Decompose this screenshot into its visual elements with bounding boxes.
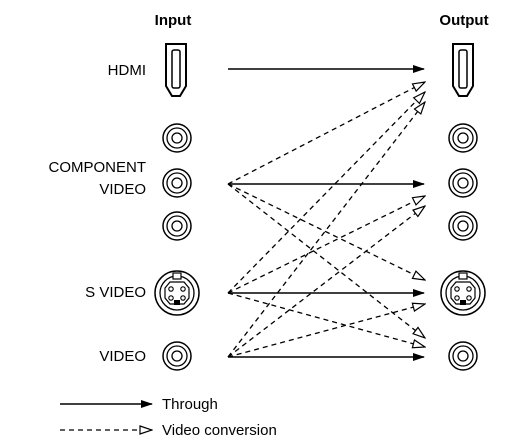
conversion-arrow-svideo-to-hdmi — [227, 92, 425, 294]
output-header: Output — [439, 12, 488, 29]
conversion-arrow-video-to-svideo — [227, 304, 425, 358]
conversion-arrows — [227, 82, 425, 358]
conversion-arrow-component-to-hdmi — [227, 82, 425, 185]
conversion-arrow-video-to-component — [227, 206, 425, 358]
input-label-hdmi: HDMI — [108, 62, 146, 79]
svideo-output-connector-icon — [440, 270, 486, 316]
component-output-jack-2-icon — [448, 168, 478, 198]
legend-conversion-label: Video conversion — [162, 422, 277, 439]
input-label-svideo: S VIDEO — [85, 284, 146, 301]
video-input-jack-icon — [162, 341, 192, 371]
input-label-component-line2: VIDEO — [99, 181, 146, 198]
component-output-jack-3-icon — [448, 211, 478, 241]
svideo-input-connector-icon — [154, 270, 200, 316]
hdmi-input-connector-icon — [165, 43, 187, 97]
input-label-component-line1: COMPONENT — [49, 159, 147, 176]
input-label-video: VIDEO — [99, 348, 146, 365]
component-output-jack-1-icon — [448, 123, 478, 153]
legend-through-label: Through — [162, 396, 218, 413]
input-header: Input — [155, 12, 192, 29]
conversion-arrow-component-to-svideo — [227, 183, 425, 280]
hdmi-output-connector-icon — [452, 43, 474, 97]
component-input-jack-1-icon — [162, 123, 192, 153]
through-arrows — [228, 65, 425, 361]
conversion-arrow-video-to-hdmi — [227, 102, 425, 358]
component-input-jack-2-icon — [162, 168, 192, 198]
conversion-arrow-svideo-to-component — [227, 196, 425, 294]
conversion-arrow-component-to-video — [227, 183, 425, 338]
conversion-arrow-svideo-to-video — [227, 292, 425, 347]
legend: Through Video conversion — [60, 396, 277, 439]
video-output-jack-icon — [448, 341, 478, 371]
component-input-jack-3-icon — [162, 211, 192, 241]
